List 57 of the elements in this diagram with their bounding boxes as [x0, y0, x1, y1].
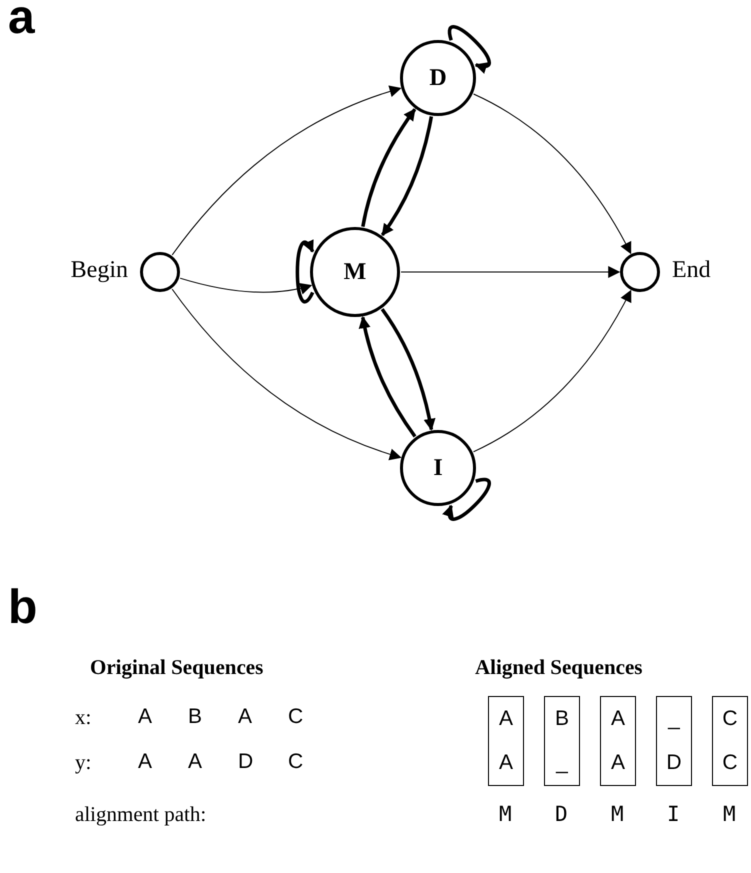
- row-label: y:: [75, 750, 92, 775]
- arrow: [180, 278, 312, 294]
- alignment-column: [600, 696, 636, 786]
- row-label: x:: [75, 705, 92, 730]
- sequence-letter: B: [188, 705, 202, 729]
- arrow: [472, 290, 632, 452]
- state-label: M: [344, 258, 366, 286]
- state-label: D: [429, 64, 447, 92]
- sequence-letter: C: [722, 751, 738, 775]
- alignment-column: [488, 696, 524, 786]
- big-letter: b: [8, 580, 38, 635]
- state-letter: M: [723, 802, 736, 826]
- sequence-letter: _: [556, 751, 568, 775]
- arrow: [358, 316, 416, 438]
- arrow: [380, 308, 436, 431]
- sequence-letter: A: [610, 707, 625, 731]
- big-letter: a: [8, 0, 35, 45]
- sequence-letter: C: [288, 705, 304, 729]
- self-loop-arrow: [448, 25, 491, 73]
- arrow: [380, 116, 434, 236]
- sequence-letter: _: [668, 707, 680, 731]
- state-letter: M: [499, 802, 512, 826]
- alignment-column: [712, 696, 748, 786]
- sequence-letter: B: [554, 707, 569, 731]
- arrow: [172, 288, 402, 460]
- empty-circle: [620, 252, 660, 292]
- arrow: [361, 108, 416, 228]
- sequence-letter: A: [498, 751, 513, 775]
- alignment-column: [656, 696, 692, 786]
- sequence-letter: A: [138, 750, 152, 774]
- sequence-letter: C: [722, 707, 738, 731]
- arrow: [400, 266, 620, 278]
- sequence-letter: D: [666, 751, 682, 775]
- arrow: [172, 86, 402, 256]
- state-name: End: [672, 257, 711, 284]
- alignment-column: [544, 696, 580, 786]
- sequence-letter: A: [238, 705, 252, 729]
- state-letter: I: [667, 802, 680, 826]
- state-name: Begin: [70, 257, 128, 284]
- state-letter: D: [555, 802, 568, 826]
- sequence-letter: A: [498, 707, 513, 731]
- self-loop-arrow: [296, 239, 314, 304]
- column-heading: Original Sequences: [90, 655, 264, 680]
- sequence-letter: A: [610, 751, 625, 775]
- state-circle: [400, 40, 476, 116]
- sequence-letter: A: [138, 705, 152, 729]
- column-heading: Aligned Sequences: [475, 655, 642, 680]
- state-circle: [400, 430, 476, 506]
- empty-circle: [140, 252, 180, 292]
- sequence-letter: C: [288, 750, 304, 774]
- row-label: alignment path:: [75, 802, 206, 827]
- self-loop-arrow: [443, 478, 491, 521]
- arrow: [473, 93, 632, 254]
- state-label: I: [433, 454, 443, 482]
- sequence-letter: A: [188, 750, 202, 774]
- sequence-letter: D: [238, 750, 254, 774]
- state-letter: M: [611, 802, 624, 826]
